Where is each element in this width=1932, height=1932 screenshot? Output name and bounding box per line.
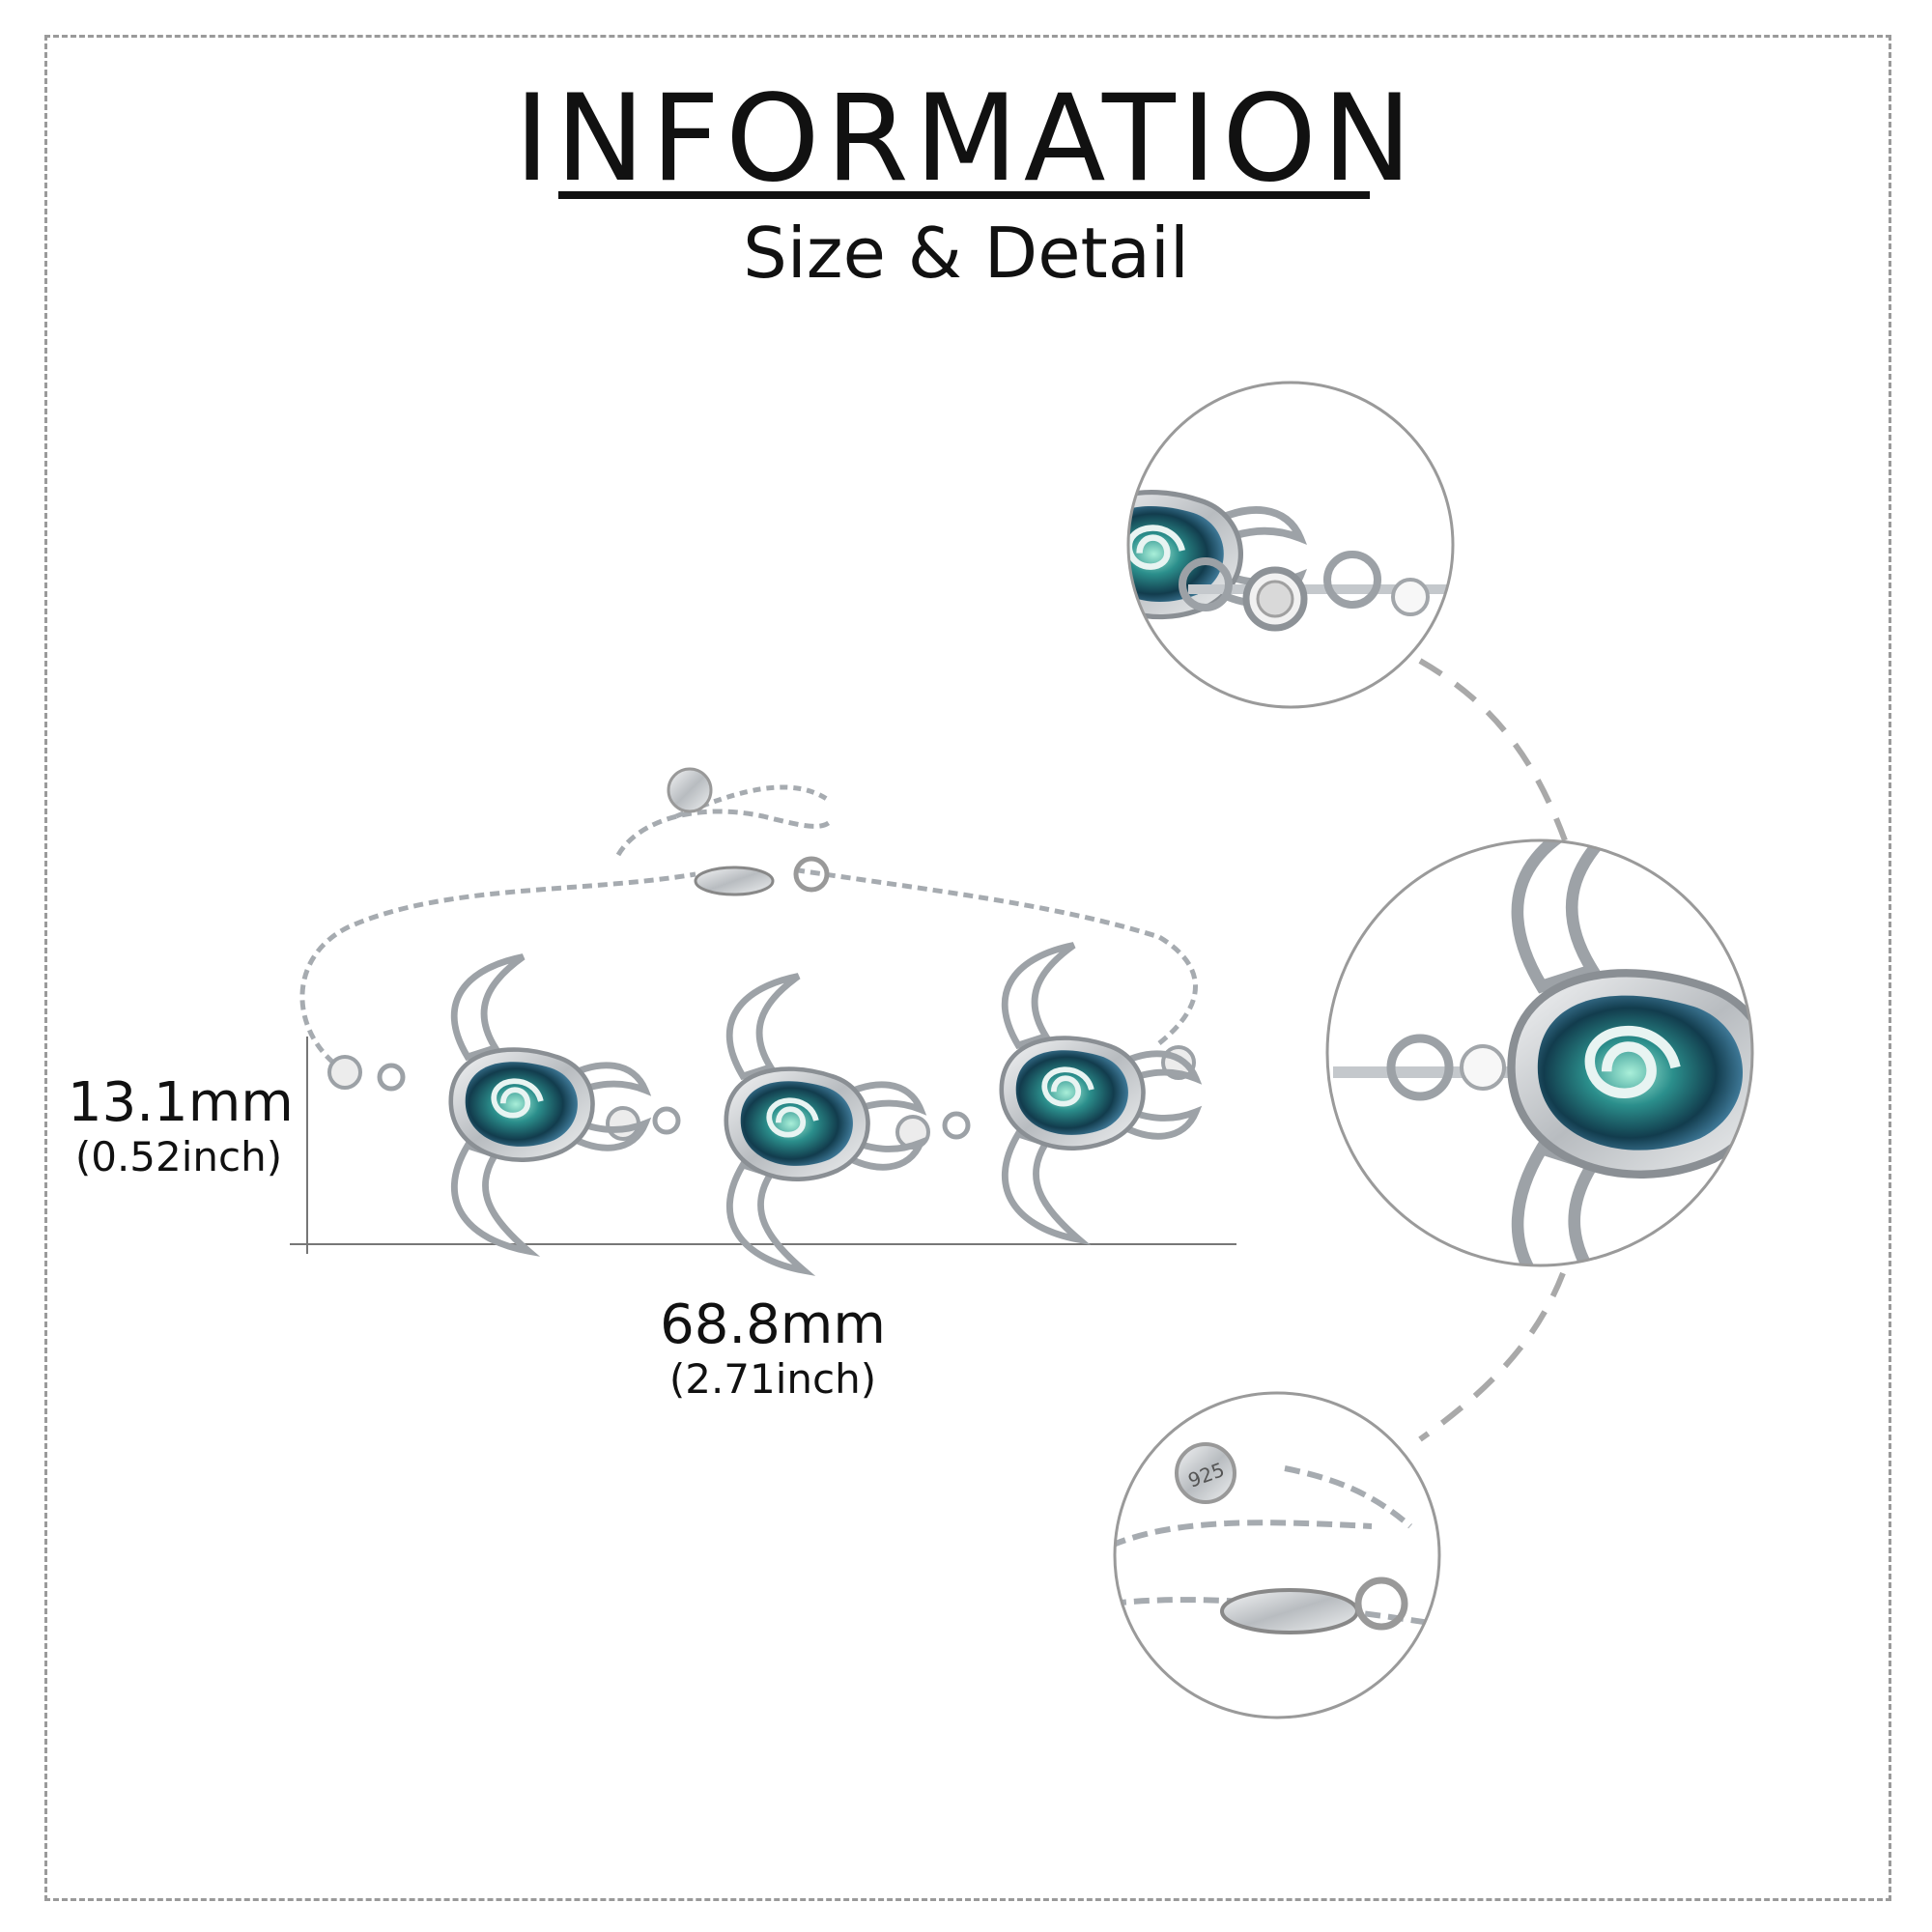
turtle-charm-right — [1002, 946, 1196, 1240]
bracelet-chain — [299, 784, 1198, 1065]
dashed-frame — [44, 35, 1891, 1901]
width-dimension-label: 68.8mm (2.71inch) — [628, 1293, 918, 1404]
bracelet-clasp — [667, 767, 830, 896]
turtle-charm-center — [726, 977, 921, 1271]
width-mm: 68.8mm — [660, 1293, 886, 1356]
detail-circle-turtle — [1325, 838, 1754, 1267]
connector-top — [1418, 658, 1568, 842]
turtle-charm-left — [451, 957, 645, 1252]
page-subtitle: Size & Detail — [743, 213, 1189, 294]
chain-links — [377, 1063, 971, 1140]
detail-circle-clasp: 925 — [1113, 1391, 1441, 1719]
title-underline — [558, 191, 1370, 199]
height-inch: (0.52inch) — [74, 1133, 283, 1181]
height-dimension-label: 13.1mm (0.52inch) — [68, 1071, 294, 1181]
height-mm: 13.1mm — [68, 1071, 294, 1134]
width-inch: (2.71inch) — [668, 1355, 877, 1404]
page-title: INFORMATION — [514, 70, 1418, 209]
connector-bottom — [1418, 1271, 1566, 1442]
detail-circle-links — [1126, 381, 1455, 709]
